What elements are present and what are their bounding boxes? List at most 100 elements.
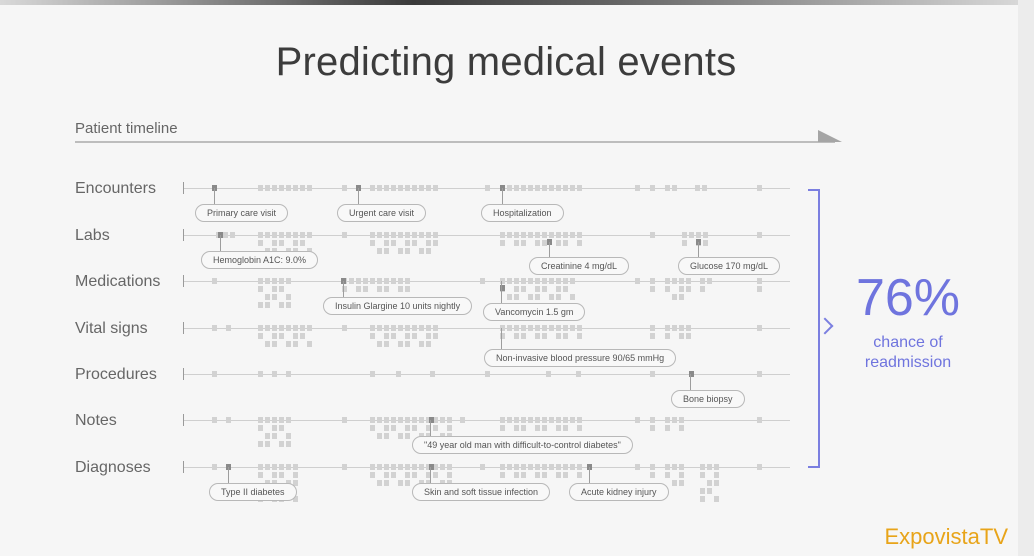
event-mark [377, 185, 382, 191]
event-mark [307, 341, 312, 347]
event-mark [577, 472, 582, 478]
event-mark [398, 464, 403, 470]
event-mark [546, 371, 551, 377]
event-mark [412, 333, 417, 339]
row-tick [183, 275, 184, 287]
callout-connector [690, 374, 691, 391]
event-mark [689, 232, 694, 238]
row-tick [183, 322, 184, 334]
event-mark [384, 433, 389, 439]
event-mark [349, 278, 354, 284]
event-mark [686, 325, 691, 331]
event-mark [370, 333, 375, 339]
event-mark [279, 302, 284, 308]
event-mark [433, 425, 438, 431]
track-notes [184, 420, 790, 421]
event-mark [258, 464, 263, 470]
event-mark [556, 286, 561, 292]
event-mark [286, 294, 291, 300]
event-mark [377, 278, 382, 284]
event-mark [419, 232, 424, 238]
event-mark [258, 302, 263, 308]
event-mark [272, 341, 277, 347]
event-mark [440, 417, 445, 423]
event-mark [377, 433, 382, 439]
event-mark [703, 232, 708, 238]
timeline-label: Patient timeline [75, 120, 178, 137]
event-mark [521, 185, 526, 191]
event-mark [412, 417, 417, 423]
event-mark [300, 333, 305, 339]
event-mark [549, 185, 554, 191]
event-mark [507, 325, 512, 331]
event-mark [384, 248, 389, 254]
event-mark [300, 240, 305, 246]
event-mark [563, 185, 568, 191]
event-mark [272, 464, 277, 470]
event-mark [363, 286, 368, 292]
track-vital-signs [184, 328, 790, 329]
event-mark [265, 464, 270, 470]
row-tick [183, 368, 184, 380]
event-mark [700, 286, 705, 292]
event-mark [384, 464, 389, 470]
event-mark [412, 464, 417, 470]
event-mark [279, 232, 284, 238]
event-mark [707, 464, 712, 470]
event-mark [405, 433, 410, 439]
event-mark [258, 425, 263, 431]
event-mark [507, 232, 512, 238]
event-mark [265, 433, 270, 439]
event-mark [500, 417, 505, 423]
event-mark [398, 341, 403, 347]
event-mark [265, 441, 270, 447]
event-mark [370, 472, 375, 478]
event-mark [556, 325, 561, 331]
row-label-medications: Medications [75, 273, 161, 290]
event-mark [426, 472, 431, 478]
callout-connector [220, 235, 221, 252]
event-mark [542, 185, 547, 191]
event-mark [535, 185, 540, 191]
event-mark [563, 464, 568, 470]
event-mark [405, 464, 410, 470]
event-mark [521, 240, 526, 246]
highlighted-event-mark [500, 285, 505, 291]
callout-connector [214, 188, 215, 205]
event-mark [377, 464, 382, 470]
event-mark [279, 278, 284, 284]
event-mark [757, 278, 762, 284]
event-mark [707, 480, 712, 486]
highlighted-event-mark [429, 464, 434, 470]
event-mark [398, 417, 403, 423]
event-mark [542, 333, 547, 339]
caption-line-2: readmission [864, 354, 952, 371]
event-mark [665, 472, 670, 478]
event-mark [265, 325, 270, 331]
event-mark [570, 294, 575, 300]
event-mark [398, 433, 403, 439]
event-mark [405, 425, 410, 431]
event-mark [286, 341, 291, 347]
event-mark [405, 480, 410, 486]
event-mark [514, 240, 519, 246]
event-mark [300, 325, 305, 331]
event-mark [384, 232, 389, 238]
event-mark [665, 286, 670, 292]
event-mark [556, 472, 561, 478]
event-mark [700, 472, 705, 478]
event-mark [577, 232, 582, 238]
event-mark [460, 417, 465, 423]
event-mark [700, 278, 705, 284]
event-mark [672, 417, 677, 423]
callout-clinical-note: "49 year old man with difficult-to-contr… [412, 436, 633, 454]
event-mark [679, 464, 684, 470]
event-mark [398, 232, 403, 238]
event-mark [500, 464, 505, 470]
timeline-arrow-icon [818, 130, 842, 142]
event-mark [514, 325, 519, 331]
row-label-vital-signs: Vital signs [75, 320, 148, 337]
event-mark [514, 294, 519, 300]
event-mark [226, 417, 231, 423]
event-mark [286, 371, 291, 377]
